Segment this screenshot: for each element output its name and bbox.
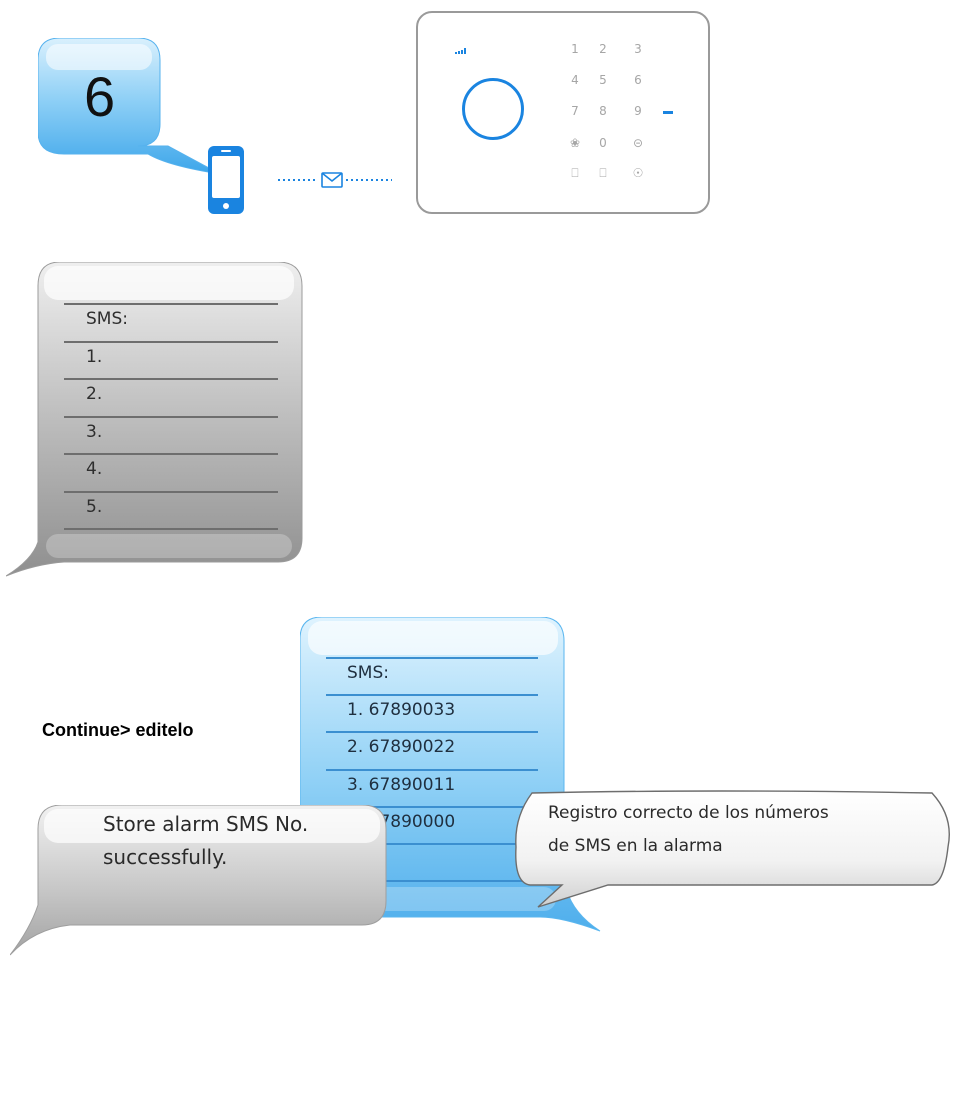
sms-divider <box>326 880 538 883</box>
sms-header: SMS: <box>86 309 128 329</box>
reply-bubble-spanish <box>515 790 950 908</box>
panel-key: 6 <box>634 73 642 87</box>
panel-key: 8 <box>599 104 607 118</box>
sms-divider <box>326 731 538 734</box>
sms-divider <box>64 378 278 380</box>
sms-divider <box>326 843 538 845</box>
panel-led-indicator <box>663 111 673 114</box>
panel-key: ❀ <box>569 136 581 150</box>
sms-item: 1. 67890033 <box>347 700 456 721</box>
step-number: 6 <box>84 65 116 128</box>
sms-divider <box>64 490 278 493</box>
envelope-icon <box>321 172 343 188</box>
panel-key: 3 <box>634 42 642 56</box>
panel-key: 0 <box>599 136 607 150</box>
sms-item: 1. <box>86 346 103 367</box>
sms-header: SMS: <box>347 663 389 683</box>
sms-divider <box>64 528 278 530</box>
panel-key: ⎕ <box>571 166 579 180</box>
step-bubble <box>38 38 220 175</box>
sms-item: 4. <box>86 459 103 479</box>
panel-key: 5 <box>599 73 607 87</box>
sms-item: 5. <box>86 496 103 517</box>
sms-item: 2. 67890022 <box>347 737 456 758</box>
panel-key: 9 <box>634 104 642 118</box>
sms-divider <box>64 453 278 455</box>
sms-link-line <box>278 172 392 188</box>
reply-bubble-english <box>10 805 387 956</box>
sms-divider <box>326 805 538 808</box>
sms-divider <box>64 340 278 343</box>
sms-item: 2. <box>86 384 103 404</box>
sms-divider <box>326 694 538 697</box>
phone-icon <box>208 146 244 214</box>
sms-divider <box>64 303 278 305</box>
panel-key: 7 <box>571 104 579 118</box>
panel-key: 1 <box>571 42 579 56</box>
sms-divider <box>64 415 278 418</box>
sms-item: 3. 67890011 <box>347 774 456 795</box>
reply-english-line2: successfully. <box>103 845 228 869</box>
panel-key: ⎕ <box>599 166 607 180</box>
reply-spanish-line1: Registro correcto de los números <box>548 803 829 823</box>
continue-label: Continue> editelo <box>42 720 194 740</box>
reply-spanish-line2: de SMS en la alarma <box>548 836 723 856</box>
panel-ring <box>462 78 524 140</box>
sms-item: 3. <box>86 421 103 442</box>
panel-key: ⊝ <box>632 136 644 150</box>
reply-english-line1: Store alarm SMS No. <box>103 812 309 836</box>
sms-divider <box>326 768 538 771</box>
panel-key: 4 <box>571 73 579 87</box>
signal-icon <box>455 48 466 54</box>
panel-key: 2 <box>599 42 607 56</box>
sms-bubble-empty <box>6 262 303 577</box>
sms-divider <box>326 657 538 659</box>
panel-key: ☉ <box>632 166 644 180</box>
